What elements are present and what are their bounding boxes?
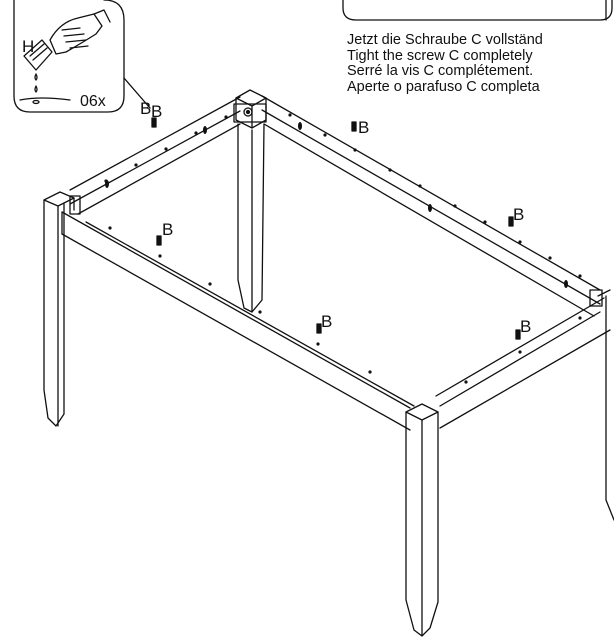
screw-markers (151, 117, 521, 340)
screw-b-1 (151, 117, 157, 128)
instruction-line-de: Jetzt die Schraube C vollständ (347, 33, 543, 48)
screw-b-6 (515, 329, 521, 340)
screw-b-2 (351, 121, 357, 132)
screw-label-1: B (151, 102, 162, 121)
front-right-rail (435, 297, 611, 429)
corner-bracket (233, 103, 267, 123)
hand-icon (49, 9, 111, 55)
screw-label-4: B (513, 205, 524, 224)
screw-label-2: B (358, 118, 369, 137)
screw-b-4 (508, 216, 514, 227)
inset-box (13, 0, 151, 113)
instruction-line-pt: Aperte o parafuso C completa (347, 79, 540, 95)
instruction-text: Jetzt die Schraube C vollständ Tight the… (347, 33, 614, 95)
screw-label-6: B (520, 317, 531, 336)
instruction-line-en: Tight the screw C completely (347, 48, 533, 64)
inset-pointer-label: B (140, 99, 151, 118)
table-frame (43, 89, 614, 637)
drop-icon (34, 73, 38, 93)
right-end-leg (597, 289, 614, 521)
back-leg (237, 123, 265, 313)
instruction-line-fr: Serré la vis C complétement. (347, 64, 534, 80)
inset-quantity: 06x (80, 93, 106, 110)
screw-label-5: B (321, 312, 332, 331)
screw-b-3 (156, 235, 162, 246)
front-rail (61, 211, 415, 431)
back-rail (69, 96, 241, 215)
inset-surface (19, 97, 71, 101)
front-right-leg (405, 403, 439, 421)
glue-sheet-icon (23, 39, 53, 71)
rail-holes (104, 113, 582, 384)
inset-pointer (123, 77, 151, 109)
callout-box (342, 0, 613, 21)
screw-label-3: B (162, 220, 173, 239)
inset-part-letter: H (22, 37, 34, 56)
screw-b-5 (316, 323, 322, 334)
